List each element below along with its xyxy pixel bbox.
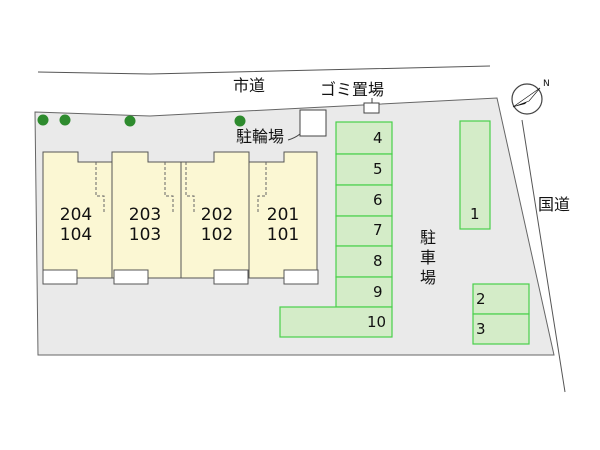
parking-number: 3 [476, 320, 486, 338]
parking-number: 2 [476, 290, 486, 308]
parking-area [279, 120, 530, 345]
unit-number-upper: 202 [200, 205, 234, 225]
national-road-line [521, 119, 566, 393]
tree-icon [234, 115, 246, 127]
unit-label: 204 104 [45, 205, 107, 245]
unit-number-upper: 203 [128, 205, 162, 225]
tree-icon [59, 114, 71, 126]
parking-space-4 [335, 121, 393, 155]
unit-label: 202 102 [186, 205, 248, 245]
city-road-line [37, 65, 491, 75]
parking-space-2 [472, 283, 530, 315]
bike-parking-label: 駐輪場 [236, 127, 285, 146]
unit-block [180, 151, 250, 279]
tree-icon [124, 115, 136, 127]
parking-space-6 [335, 184, 393, 217]
garbage-area-box [363, 102, 380, 114]
parking-space-8 [335, 245, 393, 278]
north-compass [511, 83, 543, 115]
parking-number: 1 [470, 205, 480, 223]
unit-number-lower: 104 [59, 225, 93, 245]
parking-lot-label: 駐車場 [419, 228, 436, 287]
unit-label: 201 101 [252, 205, 314, 245]
unit-number-lower: 103 [128, 225, 162, 245]
parking-space-7 [335, 215, 393, 247]
parking-number: 4 [373, 129, 383, 147]
parking-space-10 [279, 306, 393, 338]
unit-number-lower: 101 [266, 225, 300, 245]
unit-label: 203 103 [114, 205, 176, 245]
parking-number: 9 [373, 283, 383, 301]
parking-number: 6 [373, 191, 383, 209]
building [42, 151, 319, 285]
city-road-label: 市道 [233, 76, 266, 95]
tree-icon [37, 114, 49, 126]
unit-number-lower: 102 [200, 225, 234, 245]
north-label: N [543, 79, 550, 89]
parking-space-5 [335, 153, 393, 186]
parking-number: 7 [373, 221, 383, 239]
bike-parking-box [299, 109, 327, 137]
parking-space-9 [335, 276, 393, 308]
parking-number: 5 [373, 160, 383, 178]
unit-number-upper: 201 [266, 205, 300, 225]
parking-number: 10 [367, 313, 387, 331]
garbage-area-label: ゴミ置場 [320, 80, 385, 99]
parking-space-3 [472, 313, 530, 345]
national-road-label: 国道 [538, 195, 571, 214]
parking-number: 8 [373, 252, 383, 270]
parking-space-1 [459, 120, 491, 230]
unit-number-upper: 204 [59, 205, 93, 225]
